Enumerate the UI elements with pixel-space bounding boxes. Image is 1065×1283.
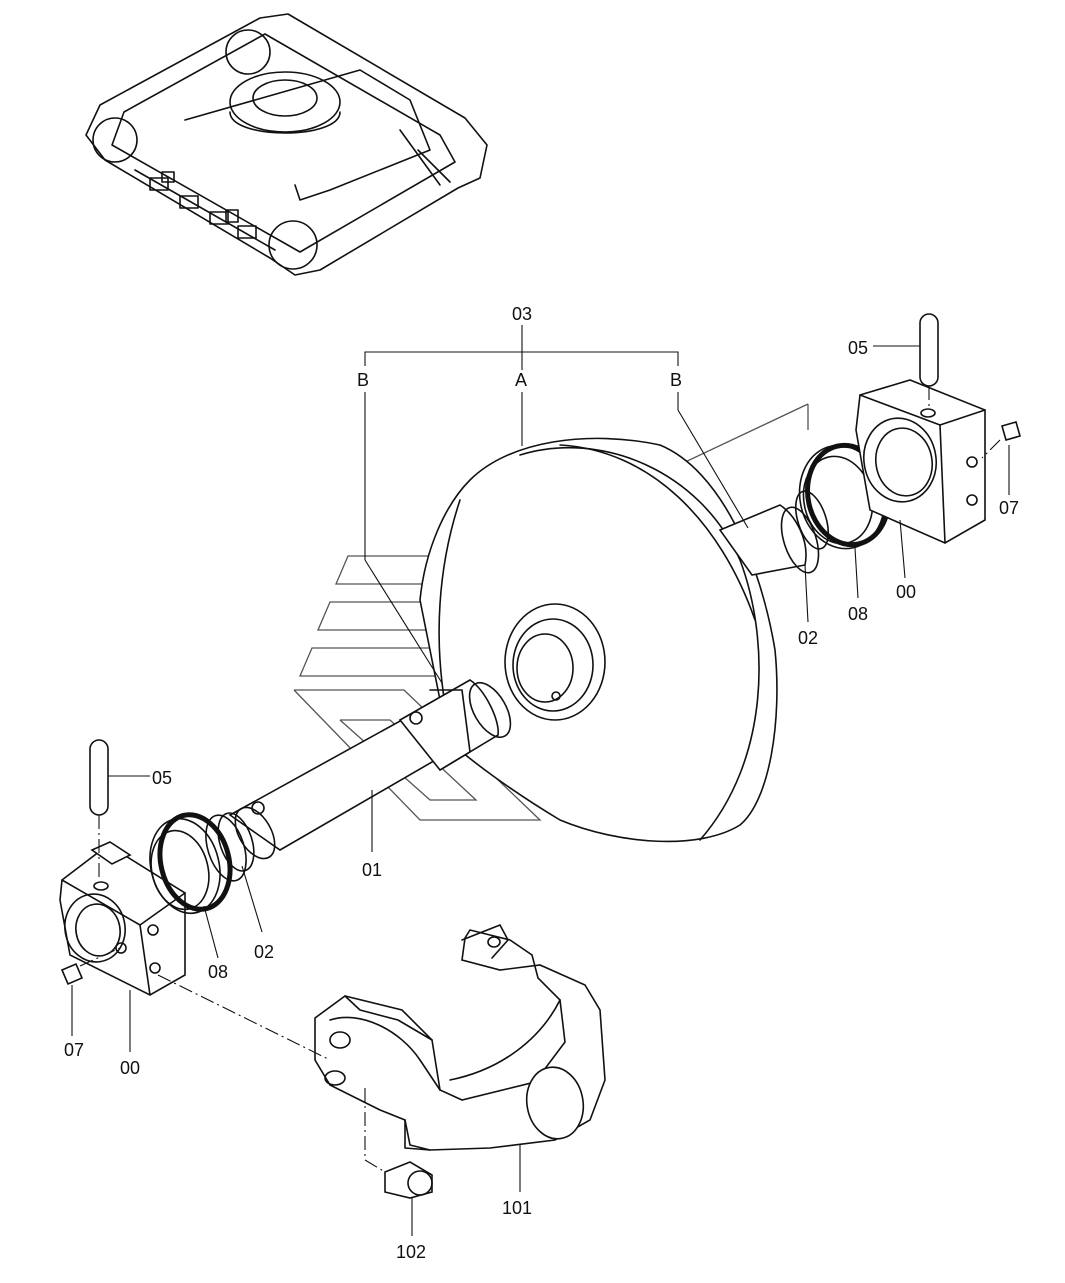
left-seal [149, 812, 233, 915]
yoke [314, 924, 606, 1151]
undercarriage-overview [85, 13, 488, 276]
label-sub-b-right: B [670, 370, 682, 390]
part-labels: 03 A B B 01 02 02 05 05 07 07 08 08 00 0… [64, 304, 1019, 1262]
leader-lines [71, 345, 1010, 1236]
idler-wheel [419, 437, 778, 843]
label-assembly-03: 03 [512, 304, 532, 324]
label-bolt-102: 102 [396, 1242, 426, 1262]
label-shaft-01: 01 [362, 860, 382, 880]
left-plug [60, 947, 121, 986]
label-collar-02-left: 02 [254, 942, 274, 962]
label-sub-b-left: B [357, 370, 369, 390]
left-collar [205, 812, 255, 882]
label-plug-07-right: 07 [999, 498, 1019, 518]
right-bracket [855, 379, 986, 544]
label-bracket-00-right: 00 [896, 582, 916, 602]
left-centerline [157, 974, 331, 1061]
label-collar-02-right: 02 [798, 628, 818, 648]
label-bracket-00-left: 00 [120, 1058, 140, 1078]
label-pin-05-right: 05 [848, 338, 868, 358]
right-pin [919, 313, 939, 410]
label-pin-05-left: 05 [152, 768, 172, 788]
right-plug [981, 421, 1021, 459]
shaft [228, 679, 512, 860]
label-seal-08-left: 08 [208, 962, 228, 982]
label-seal-08-right: 08 [848, 604, 868, 624]
label-sub-a: A [515, 370, 527, 390]
label-plug-07-left: 07 [64, 1040, 84, 1060]
left-pin [89, 739, 109, 880]
sub-bracket-03 [364, 325, 679, 370]
bolt [364, 1088, 433, 1199]
label-yoke-101: 101 [502, 1198, 532, 1218]
